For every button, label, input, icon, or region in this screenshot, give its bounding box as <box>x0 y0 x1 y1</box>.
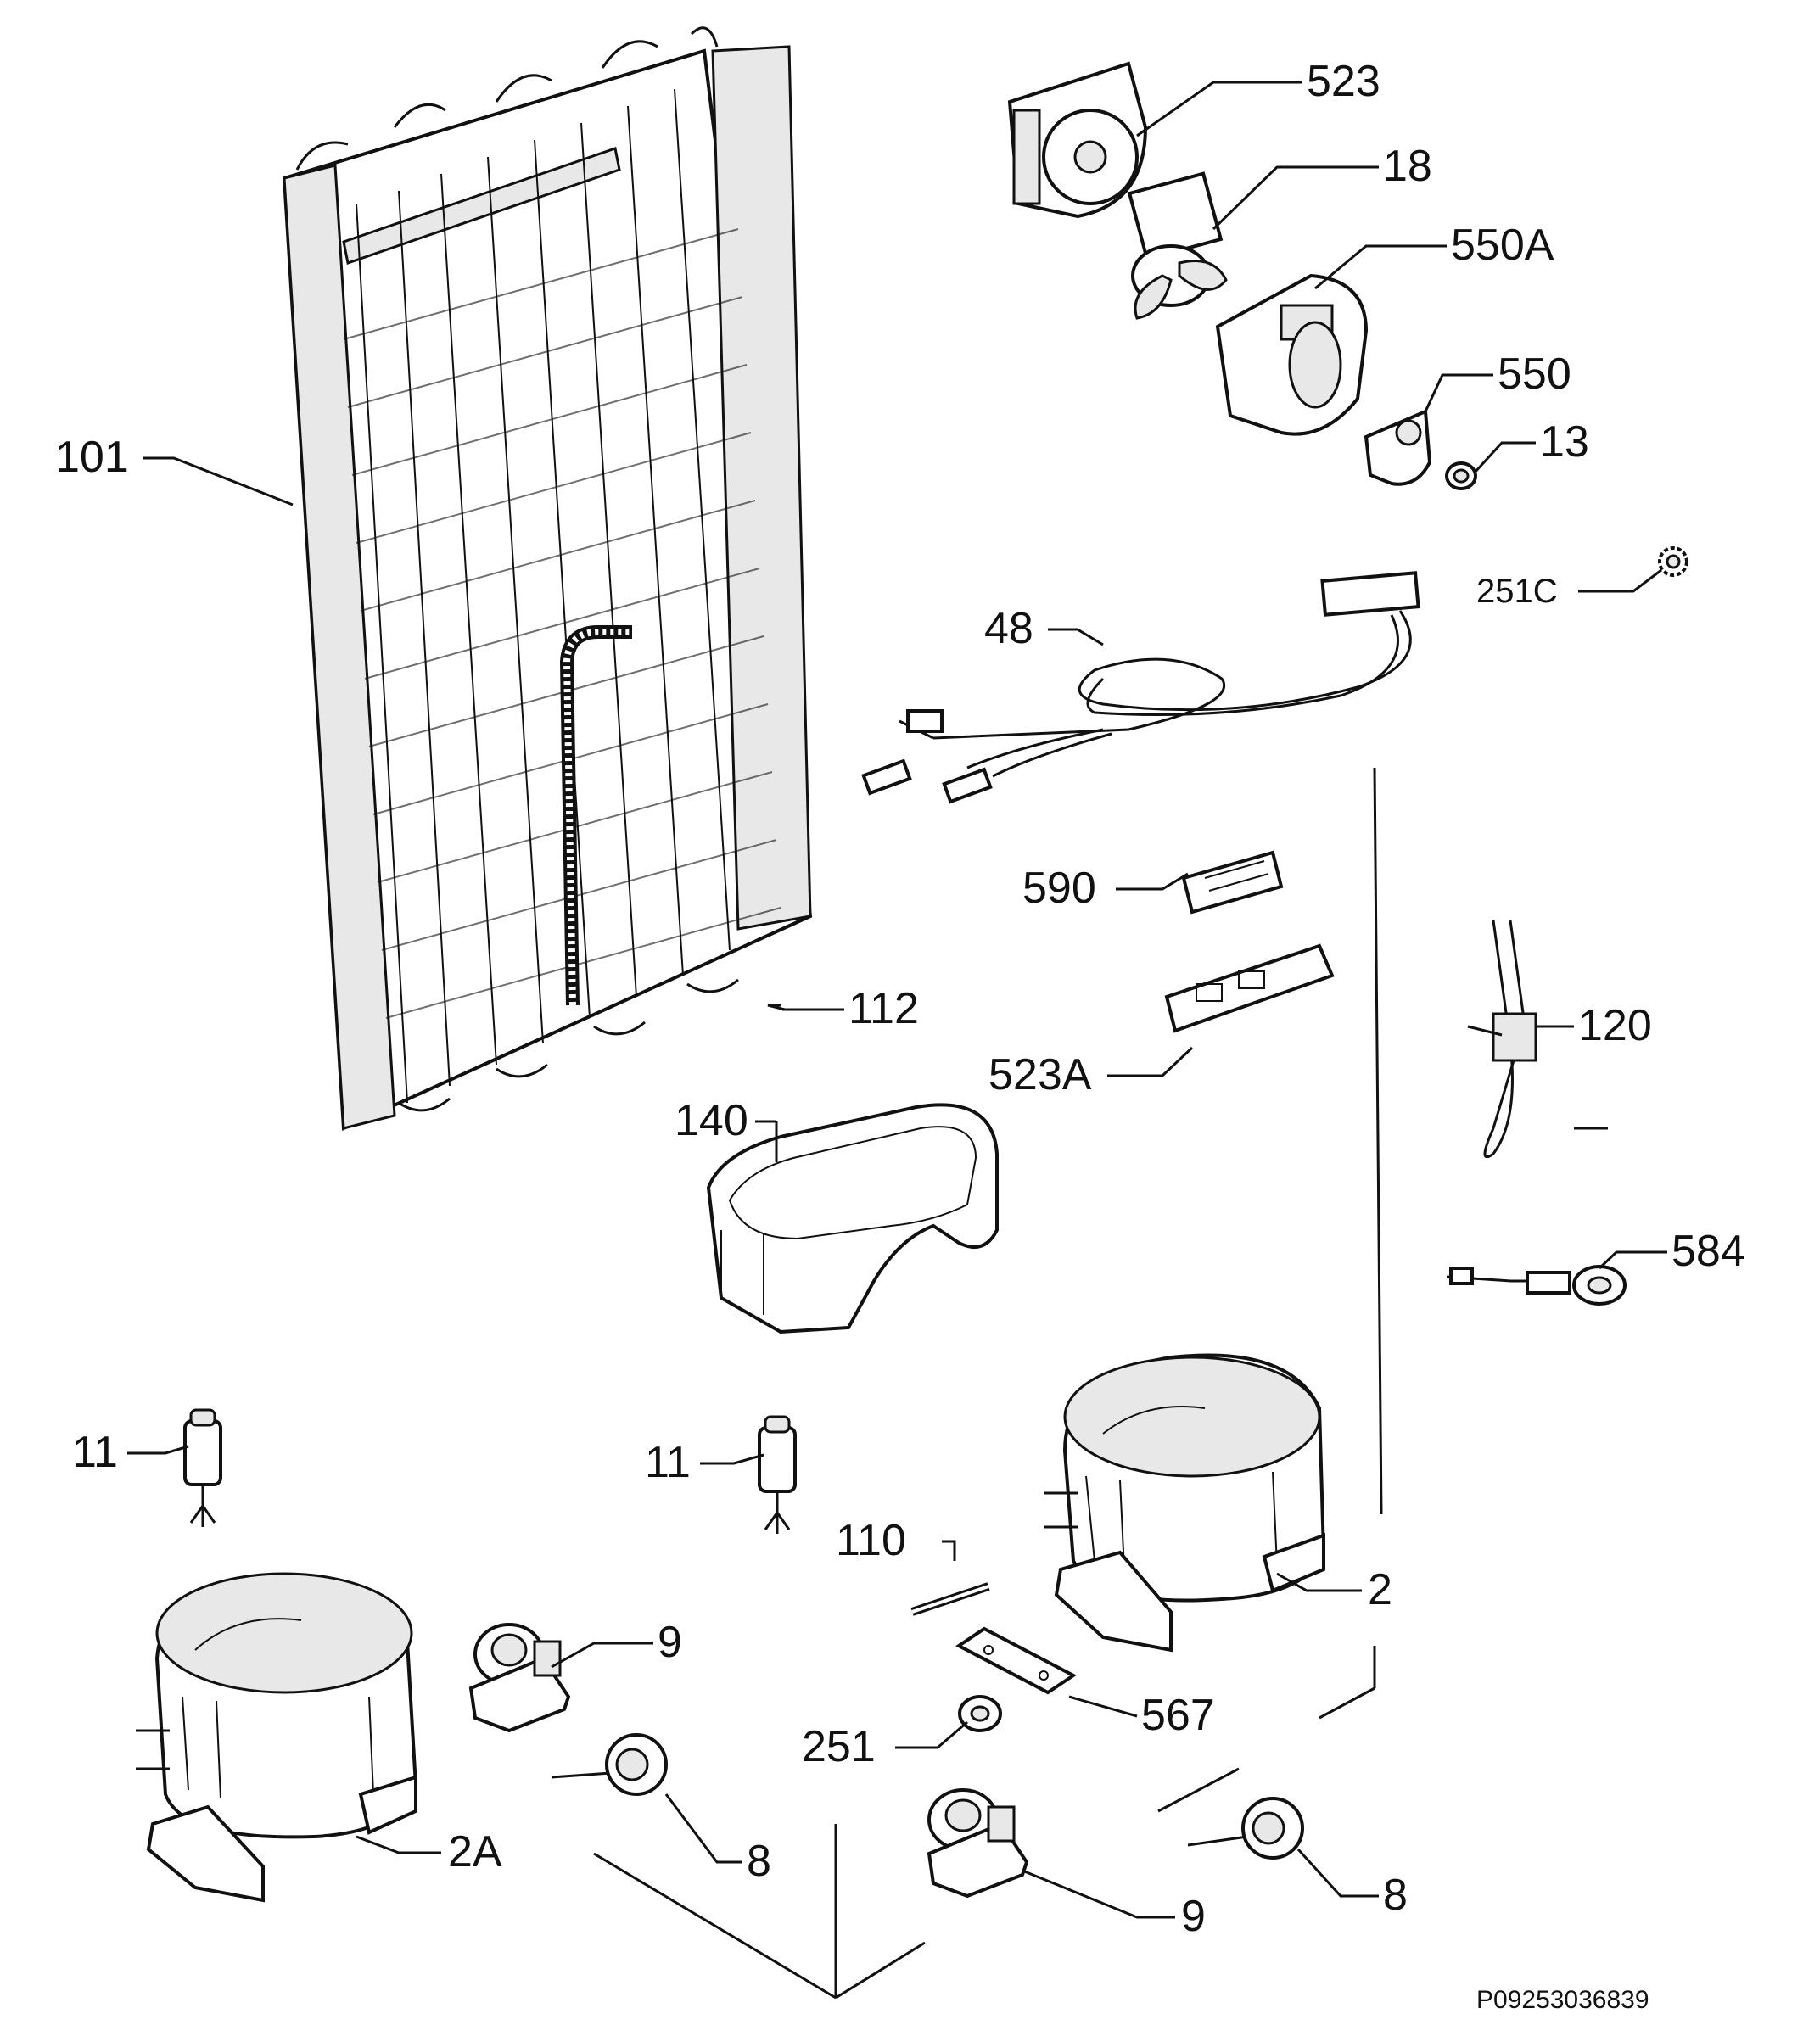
wiring-harness-part-48 <box>861 571 1420 804</box>
label-2a: 2A <box>448 1827 502 1877</box>
plate-part-567 <box>955 1626 1077 1695</box>
label-101: 101 <box>55 433 129 482</box>
condenser-part-101 <box>282 26 813 1132</box>
sensor-part-584 <box>1446 1265 1627 1306</box>
relay-part-9-lower <box>927 1788 1029 1899</box>
label-584: 584 <box>1672 1227 1745 1276</box>
label-590: 590 <box>1022 864 1096 913</box>
label-251: 251 <box>802 1722 876 1771</box>
knob-part-13 <box>1445 461 1477 490</box>
label-11-left: 11 <box>72 1428 118 1477</box>
label-120: 120 <box>1578 1001 1652 1050</box>
fan-motor-part-18 <box>1127 171 1228 320</box>
overload-part-8-left <box>551 1733 668 1796</box>
assembly-bracket-lines <box>593 767 1383 2000</box>
compressor-part-2a <box>136 1572 418 1903</box>
display-board-part-590 <box>1181 850 1284 915</box>
control-board-part-523a <box>1164 943 1335 1033</box>
fan-cover-part-550a <box>1215 273 1369 436</box>
valve-part-11-left <box>183 1408 222 1527</box>
drip-tray-part-140 <box>706 1103 999 1334</box>
overload-part-8-right <box>1187 1797 1304 1860</box>
capillary-part-120 <box>1467 920 1537 1159</box>
part-labels: 523 18 550A 550 13 251C 101 48 590 112 5… <box>55 57 1745 2014</box>
label-140: 140 <box>675 1096 748 1145</box>
reference-code: P09253036839 <box>1476 1986 1649 2014</box>
label-8-left: 8 <box>747 1837 771 1886</box>
label-13: 13 <box>1540 417 1589 467</box>
compressor-part-2 <box>1044 1353 1326 1653</box>
valve-part-11-right <box>758 1415 797 1534</box>
fan-housing-part-523 <box>1007 61 1148 219</box>
nut-part-251 <box>958 1695 1002 1732</box>
label-251c: 251C <box>1476 573 1558 610</box>
label-112: 112 <box>848 984 919 1033</box>
label-8-right: 8 <box>1383 1871 1408 1920</box>
label-9-lower: 9 <box>1181 1892 1206 1941</box>
label-567: 567 <box>1141 1691 1215 1740</box>
label-110: 110 <box>836 1516 906 1565</box>
pin-part-110 <box>910 1582 990 1616</box>
cover-plate-part-550 <box>1364 409 1432 486</box>
label-9-upper: 9 <box>658 1618 682 1667</box>
label-2: 2 <box>1368 1565 1392 1614</box>
label-523a: 523A <box>988 1050 1092 1099</box>
label-550: 550 <box>1498 350 1571 399</box>
leader-lines <box>127 81 1667 1919</box>
label-523: 523 <box>1307 57 1380 106</box>
label-18: 18 <box>1383 142 1432 191</box>
gear-part-251c <box>1658 546 1688 577</box>
label-11-right: 11 <box>645 1438 691 1487</box>
label-550a: 550A <box>1451 221 1554 270</box>
label-48: 48 <box>984 604 1033 653</box>
relay-part-9-upper <box>468 1623 571 1733</box>
